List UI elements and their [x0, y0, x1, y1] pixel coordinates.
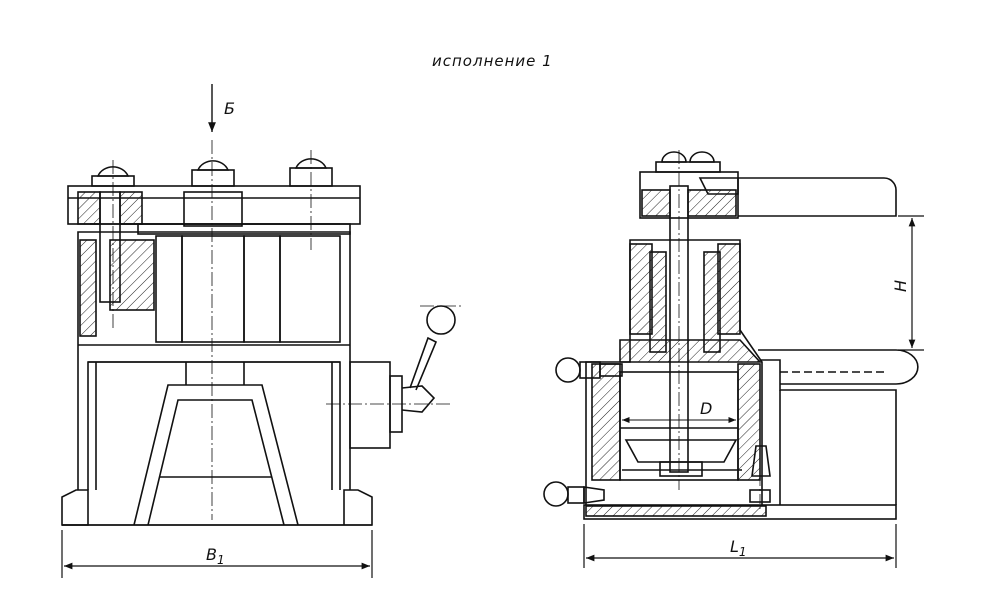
section-view — [543, 150, 919, 520]
dimension-b1-label: B1 — [206, 545, 225, 567]
dimension-b1 — [61, 530, 373, 578]
dimension-h — [898, 215, 924, 351]
front-view — [61, 140, 462, 526]
dimension-l1 — [583, 524, 897, 568]
drawing-title: исполнение 1 — [432, 52, 553, 70]
view-arrow-label: Б — [224, 99, 235, 118]
dimension-l1-label: L1 — [730, 537, 747, 559]
dimension-d-label: D — [700, 399, 712, 418]
dimension-h-label: H — [891, 280, 910, 292]
